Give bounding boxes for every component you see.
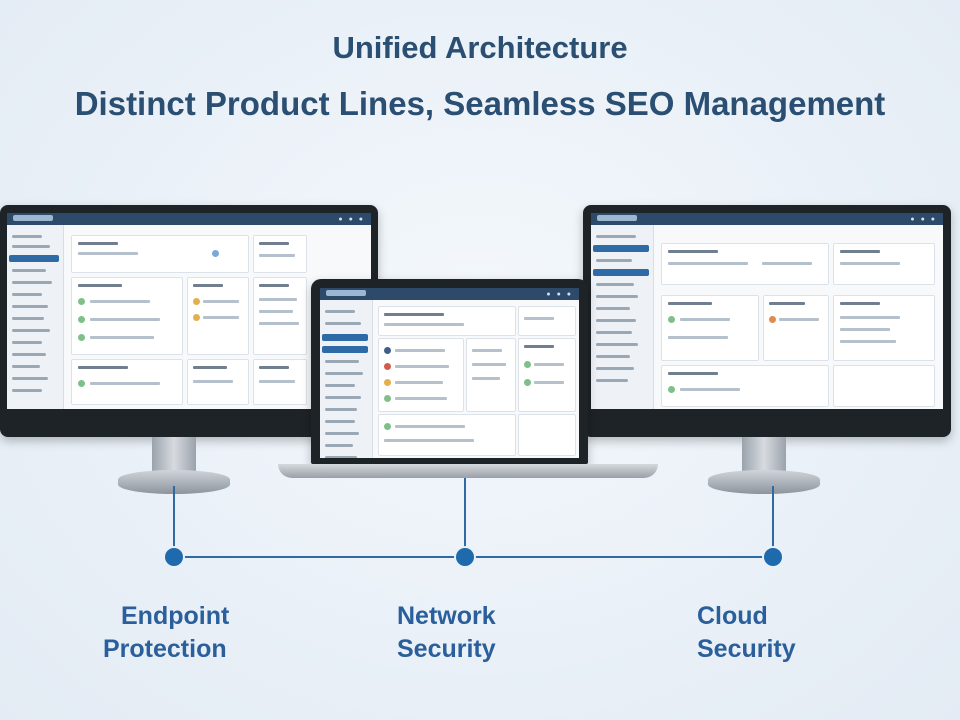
cloud-dashboard-screen: ● ● ● (591, 213, 943, 409)
endpoint-dashboard-screen: ● ● ● (7, 213, 371, 409)
endpoint-label-line1: Endpoint (121, 602, 230, 630)
dashboard-sidebar (7, 225, 64, 409)
diagram-subtitle: Distinct Product Lines, Seamless SEO Man… (74, 85, 886, 122)
dashboard-sidebar (320, 300, 373, 458)
dashboard-topbar: ● ● ● (591, 213, 943, 225)
cloud-label-line2: Security (697, 635, 796, 663)
network-dashboard-screen: ● ● ● (320, 288, 579, 458)
dashboard-sidebar (591, 225, 654, 409)
cloud-monitor-foot (708, 470, 820, 494)
network-laptop-base (278, 464, 658, 478)
cloud-security-label: Cloud Security (697, 600, 796, 666)
network-label-line1: Network (397, 602, 496, 630)
endpoint-node (165, 548, 183, 566)
network-node (456, 548, 474, 566)
network-label-line2: Security (397, 635, 496, 663)
endpoint-connector-line (173, 486, 175, 558)
endpoint-label-line2: Protection (103, 635, 227, 663)
dashboard-topbar: ● ● ● (7, 213, 371, 225)
cloud-node (764, 548, 782, 566)
dashboard-topbar: ● ● ● (320, 288, 579, 300)
endpoint-protection-label: Endpoint Protection (103, 600, 229, 666)
network-connector-line (464, 478, 466, 558)
network-security-label: Network Security (397, 600, 496, 666)
diagram-title: Unified Architecture (332, 30, 628, 65)
cloud-connector-line (772, 486, 774, 558)
cloud-label-line1: Cloud (697, 602, 768, 630)
